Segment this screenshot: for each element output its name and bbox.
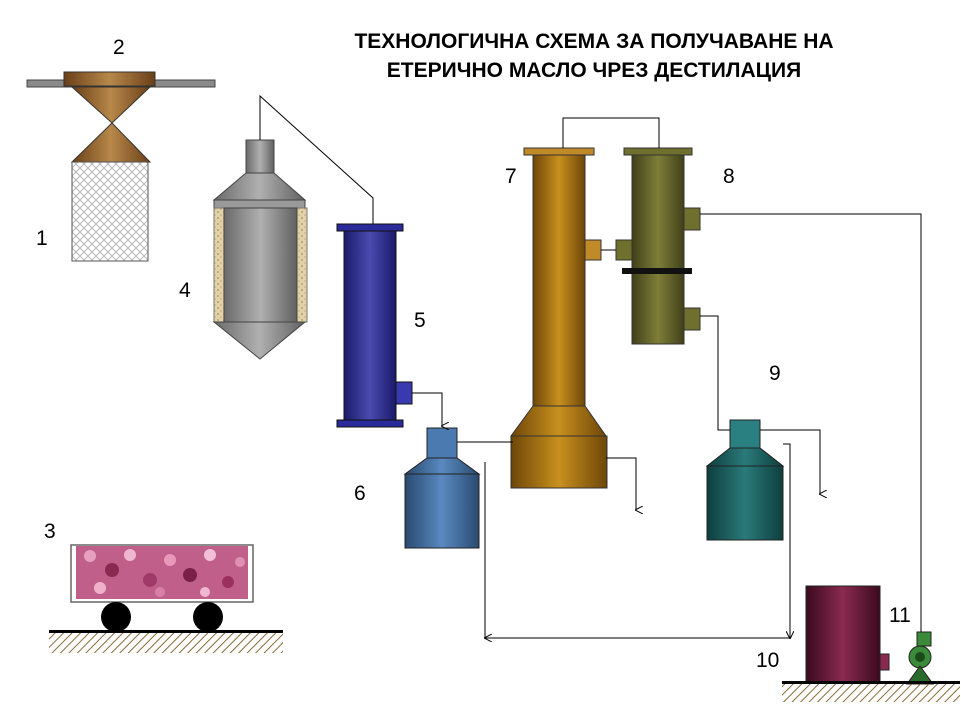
separator-6-cone: [403, 457, 481, 475]
pipe-column7-drain: [606, 457, 636, 510]
separator-6-inlet: [426, 427, 458, 459]
label-7: 7: [505, 165, 517, 188]
pipe-separator9-to-tank: [783, 443, 791, 638]
petal-cart: [49, 544, 283, 653]
still-flange: [213, 199, 306, 209]
petal-texture: [84, 549, 245, 597]
label-9: 9: [769, 362, 781, 385]
separator-9-body: [706, 465, 784, 541]
pipework: [259, 94, 922, 638]
pipe-still-to-condenser: [259, 94, 374, 224]
column-8-lower-port: [683, 307, 701, 331]
cart-wheel-right: [193, 602, 223, 632]
column-7: [510, 147, 608, 489]
cart-wheel-left: [101, 602, 131, 632]
ground-line-cart: [49, 630, 283, 633]
label-4: 4: [179, 279, 191, 302]
distillation-still: [212, 139, 308, 360]
condenser-outlet: [395, 381, 413, 405]
pipe-separator9-drain: [760, 429, 820, 494]
tank-outlet: [879, 653, 890, 671]
label-2: 2: [113, 36, 125, 59]
still-body: [223, 207, 298, 323]
ground-hatch-tank: [782, 684, 960, 702]
column-7-top-flange: [523, 147, 595, 156]
separator-6: [403, 427, 481, 549]
tank-body: [805, 585, 881, 683]
ground-hatch-cart: [49, 633, 283, 653]
label-3: 3: [44, 520, 56, 543]
label-11: 11: [889, 604, 911, 627]
condenser-body: [343, 230, 397, 421]
column-8-body: [631, 154, 685, 345]
separator-6-body: [404, 473, 480, 549]
condenser-bottom-flange: [336, 419, 404, 428]
hopper-lower-cone: [70, 122, 152, 163]
raw-material-bag: [71, 161, 149, 262]
separator-9-inlet: [729, 419, 761, 449]
column-8: [615, 147, 701, 345]
feed-plate: [63, 71, 156, 87]
insulation-left: [213, 207, 225, 323]
pump: [906, 631, 934, 685]
column-8-top-flange: [623, 147, 693, 156]
column-8-left-port: [615, 239, 633, 261]
still-bottom-cone: [212, 321, 307, 360]
label-10: 10: [756, 649, 779, 672]
pump-inlet: [916, 631, 932, 647]
hopper-assembly: [26, 71, 216, 262]
label-8: 8: [723, 165, 735, 188]
column-7-body: [532, 154, 586, 409]
condenser-top-flange: [336, 223, 404, 232]
column-7-side-port: [584, 239, 602, 261]
still-neck: [245, 139, 275, 174]
label-1: 1: [36, 227, 48, 250]
hopper-upper-cone: [70, 86, 152, 124]
condenser: [336, 223, 413, 428]
insulation-right: [296, 207, 308, 323]
still-top-cone: [212, 172, 307, 201]
title-line-1: ТЕХНОЛОГИЧНА СХЕМА ЗА ПОЛУЧАВАНЕ НА: [354, 30, 833, 53]
collection-tank: [805, 585, 890, 683]
column-8-partition: [622, 268, 692, 274]
column-7-cone: [510, 405, 607, 437]
ground-line-tank: [782, 681, 960, 684]
separator-9: [705, 419, 785, 541]
column-8-upper-port: [683, 207, 701, 231]
pipe-column7-to-column8: [562, 117, 660, 148]
pipe-column8-to-separator9: [700, 315, 730, 431]
separator-9-cone: [705, 447, 785, 467]
column-7-base: [510, 435, 608, 489]
pipe-pump-return: [700, 213, 922, 632]
pipe-condenser-to-separator6: [412, 392, 442, 426]
title-line-2: ЕТЕРИЧНО МАСЛО ЧРЕЗ ДЕСТИЛАЦИЯ: [387, 59, 801, 82]
pump-rotor: [915, 652, 925, 662]
label-6: 6: [354, 482, 366, 505]
label-5: 5: [414, 309, 426, 332]
